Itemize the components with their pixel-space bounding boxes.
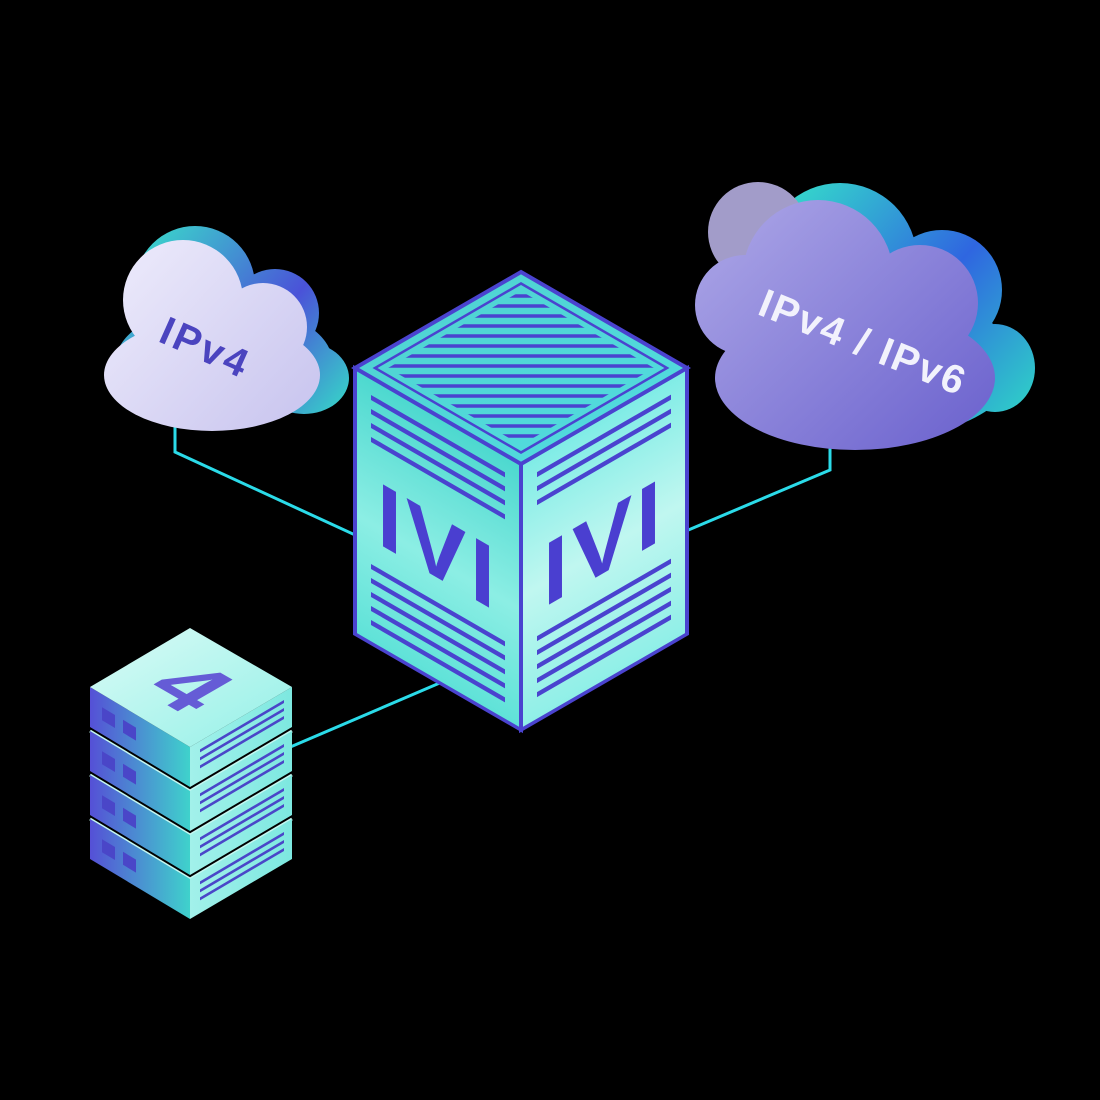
server-slot-line [200, 848, 284, 901]
ipv4-ipv6-cloud: IPv4 / IPv6 [695, 182, 1035, 450]
server-unit: 4 [90, 628, 292, 788]
stripe-line [537, 558, 671, 642]
cloud-body-shape [104, 319, 320, 431]
server-unit-left-face [90, 819, 190, 920]
ipv4-cloud-body [104, 240, 320, 431]
server-stack: 4 [89, 628, 293, 920]
stripe-line [371, 408, 505, 492]
server-unit [89, 817, 293, 920]
cube-left-face: IVI [353, 364, 523, 734]
stripe-line [371, 394, 505, 478]
server-vent [102, 839, 115, 861]
server-slot-line [200, 760, 284, 813]
stripe-line [371, 619, 505, 703]
stripe-line [371, 563, 505, 647]
stripe-line [371, 422, 505, 506]
server-slot-line [200, 708, 284, 761]
stripe-line [537, 600, 671, 684]
server-unit-left-face [90, 775, 190, 876]
server-unit-left-face [90, 731, 190, 832]
server-unit-left-face [90, 687, 190, 788]
stripe-line [537, 614, 671, 698]
cube-top-inner-border [372, 282, 670, 454]
cloud-body-shape [715, 306, 995, 450]
server-vent [123, 719, 136, 741]
stripe-line [537, 394, 671, 478]
ivi-translator-cube: IVI IVI [351, 269, 691, 734]
stripe-line [371, 591, 505, 675]
server-vent [102, 795, 115, 817]
server-unit [89, 773, 293, 876]
server-slot-line [200, 804, 284, 857]
stripe-line [371, 605, 505, 689]
stripe-line [537, 572, 671, 656]
server-slot-line [200, 796, 284, 849]
ipv4-cloud: IPv4 [104, 226, 349, 431]
stripe-line [537, 422, 671, 506]
server-slot-line [200, 700, 284, 753]
stripe-line [371, 577, 505, 661]
stripe-line [537, 586, 671, 670]
server-vent [123, 851, 136, 873]
server-vent [102, 751, 115, 773]
server-vent [123, 763, 136, 785]
server-slot-line [200, 840, 284, 893]
server-vent [102, 707, 115, 729]
stripe-line [537, 408, 671, 492]
ipv4-ipv6-cloud-body [695, 200, 995, 450]
server-slot-line [200, 788, 284, 841]
server-slot-line [200, 752, 284, 805]
server-slot-line [200, 832, 284, 885]
server-vent [123, 807, 136, 829]
server-slot-line [200, 744, 284, 797]
cube-right-face: IVI [519, 364, 689, 734]
stripe-line [371, 436, 505, 520]
server-slot-line [200, 716, 284, 769]
server-stack-top-face [90, 628, 292, 747]
cube-top-face-panel [351, 269, 691, 467]
server-unit [89, 729, 293, 832]
